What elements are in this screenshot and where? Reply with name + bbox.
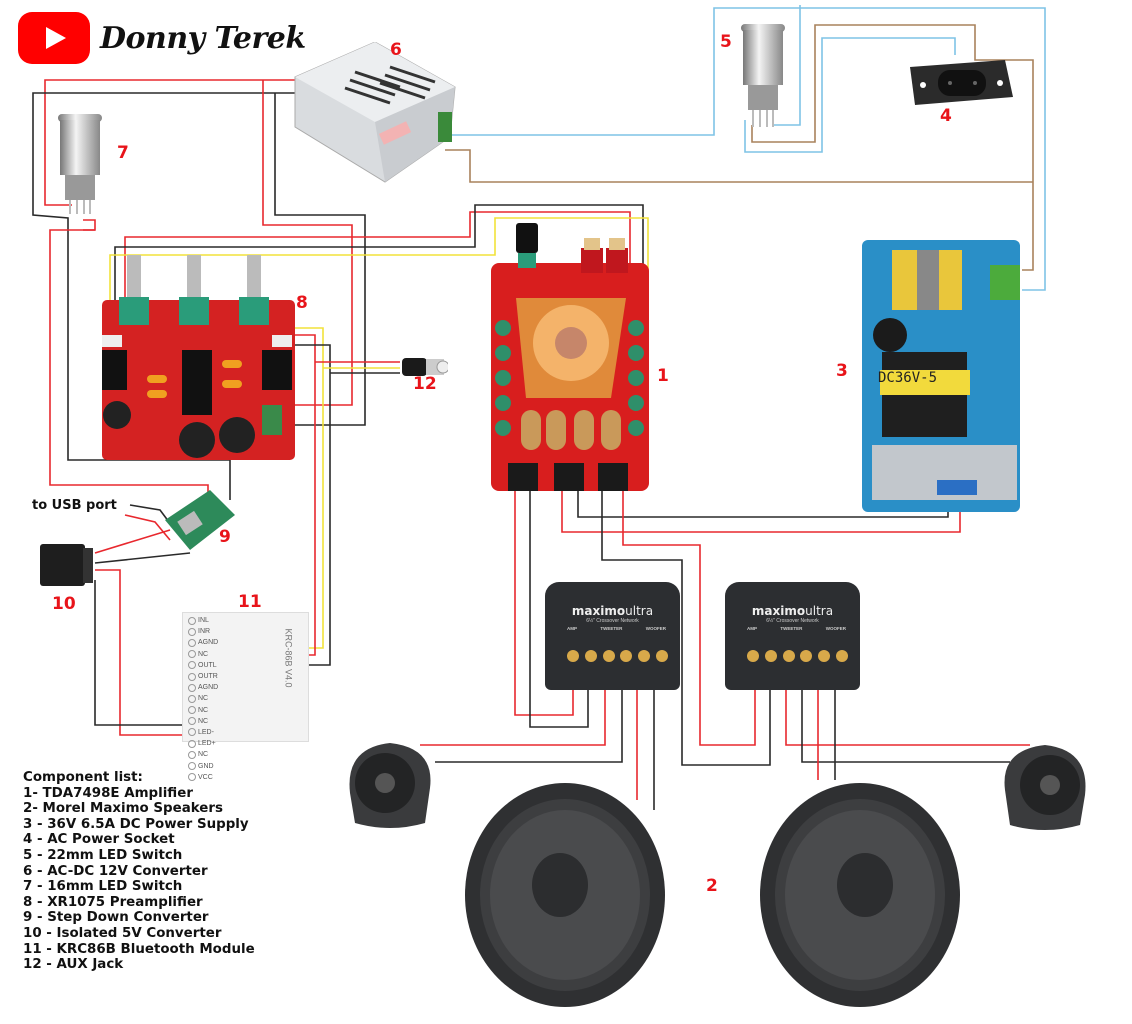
- wire-positive: [622, 490, 756, 746]
- ac-dc-12v-converter: [294, 42, 456, 183]
- label-speakers: 2: [706, 876, 718, 896]
- bt-pin: AGND: [188, 682, 218, 693]
- label-preamplifier: 8: [296, 293, 308, 313]
- wire-positive: [514, 490, 574, 716]
- bt-pin: LED+: [188, 738, 218, 749]
- label-switch-22mm: 5: [720, 32, 732, 52]
- wire-ac-neutral: [744, 37, 956, 153]
- led-switch-22mm: [741, 24, 785, 127]
- isolated-5v-converter: [40, 544, 93, 586]
- component-list-item: 9 - Step Down Converter: [23, 910, 209, 926]
- wire-ac-live: [445, 149, 1033, 183]
- bt-pin: LED-: [188, 727, 218, 738]
- bt-pin: NC: [188, 693, 218, 704]
- component-list-item: 6 - AC-DC 12V Converter: [23, 863, 208, 879]
- wire-positive: [785, 670, 1030, 746]
- xr1075-preamplifier: [102, 255, 295, 460]
- bt-pin: INR: [188, 626, 218, 637]
- component-list-title: Component list:: [23, 770, 143, 785]
- bt-pin: VCC: [188, 772, 218, 783]
- bt-pin: OUTR: [188, 671, 218, 682]
- wire-ground: [529, 490, 589, 728]
- component-list-item: 3 - 36V 6.5A DC Power Supply: [23, 816, 249, 832]
- krc86b-bluetooth-module: INL INR AGND NC OUTL OUTR AGND NC NC NC …: [182, 612, 309, 782]
- aux-jack: [402, 358, 448, 376]
- bt-pin: GND: [188, 760, 218, 771]
- transformer-label: DC36V-5: [878, 370, 938, 386]
- 36v-dc-power-supply: [862, 240, 1020, 512]
- crossover-subtitle: 6½" Crossover Network: [766, 618, 819, 624]
- label-converter-12v: 6: [390, 40, 402, 60]
- label-switch-16mm: 7: [117, 143, 129, 163]
- component-list-item: 10 - Isolated 5V Converter: [23, 925, 222, 941]
- wire-ac-neutral: [445, 7, 1046, 291]
- wire-positive: [94, 529, 171, 554]
- bt-pin: AGND: [188, 637, 218, 648]
- crossover-brand: maximoultra: [571, 604, 654, 618]
- component-list-item: 12 - AUX Jack: [23, 957, 124, 973]
- tweeter-left: [349, 743, 431, 828]
- step-down-converter: [165, 490, 235, 550]
- component-list-item: 4 - AC Power Socket: [23, 832, 175, 848]
- bt-pin: NC: [188, 749, 218, 760]
- component-list-item: 7 - 16mm LED Switch: [23, 879, 183, 895]
- ac-power-socket: [910, 60, 1013, 105]
- label-isolated-5v: 10: [52, 594, 76, 614]
- channel-brand: Donny Terek: [18, 12, 306, 64]
- wire-ground: [114, 204, 644, 300]
- wire-positive: [124, 514, 171, 541]
- label-ac-socket: 4: [940, 106, 952, 126]
- wire-ground: [435, 670, 623, 763]
- crossover-terminals: [747, 650, 848, 668]
- component-list-item: 1- TDA7498E Amplifier: [23, 785, 193, 801]
- crossover-subtitle: 6½" Crossover Network: [586, 618, 639, 624]
- wire-ground: [274, 93, 366, 426]
- label-step-down: 9: [219, 527, 231, 547]
- woofer-right: [760, 783, 960, 1007]
- wire-positive: [561, 490, 961, 533]
- label-aux-jack: 12: [413, 374, 437, 394]
- wire-ac-neutral: [773, 5, 801, 126]
- wire-positive: [44, 79, 300, 206]
- label-bluetooth: 11: [238, 592, 262, 612]
- label-power-supply: 3: [836, 361, 848, 381]
- usb-port-annotation: to USB port: [32, 498, 117, 513]
- woofer-left: [465, 783, 665, 1007]
- component-list-item: 11 - KRC86B Bluetooth Module: [23, 941, 255, 957]
- wire-signal: [109, 217, 649, 300]
- component-list: Component list: 1- TDA7498E Amplifier 2-…: [23, 770, 255, 973]
- tweeter-right: [1004, 745, 1086, 830]
- bt-pin: OUTL: [188, 660, 218, 671]
- component-list-item: 8 - XR1075 Preamplifier: [23, 894, 203, 910]
- bt-pin: NC: [188, 716, 218, 727]
- channel-name: Donny Terek: [100, 20, 306, 56]
- wire-positive: [420, 670, 606, 746]
- wire-positive: [49, 229, 209, 500]
- wire-ground: [94, 552, 191, 564]
- bluetooth-board-label: KRC-86B V4.0: [283, 628, 294, 688]
- wire-ground: [601, 490, 771, 766]
- crossover-brand: maximoultra: [751, 604, 834, 618]
- label-amplifier: 1: [657, 366, 669, 386]
- component-list-item: 5 - 22mm LED Switch: [23, 847, 183, 863]
- tda7498e-amplifier: [491, 223, 649, 491]
- bt-pin: INL: [188, 615, 218, 626]
- wire-ground: [94, 580, 190, 726]
- youtube-play-icon: [18, 12, 90, 64]
- crossover-terminals: [567, 650, 668, 668]
- bt-pin: NC: [188, 705, 218, 716]
- bt-pin: NC: [188, 649, 218, 660]
- wire-ac-live: [751, 24, 1034, 271]
- wire-positive: [95, 569, 190, 736]
- wire-ground: [32, 92, 300, 500]
- component-list-item: 2- Morel Maximo Speakers: [23, 801, 223, 817]
- led-switch-16mm: [58, 114, 102, 214]
- bluetooth-pin-list: INL INR AGND NC OUTL OUTR AGND NC NC NC …: [188, 615, 218, 783]
- wire-ground: [801, 670, 1010, 763]
